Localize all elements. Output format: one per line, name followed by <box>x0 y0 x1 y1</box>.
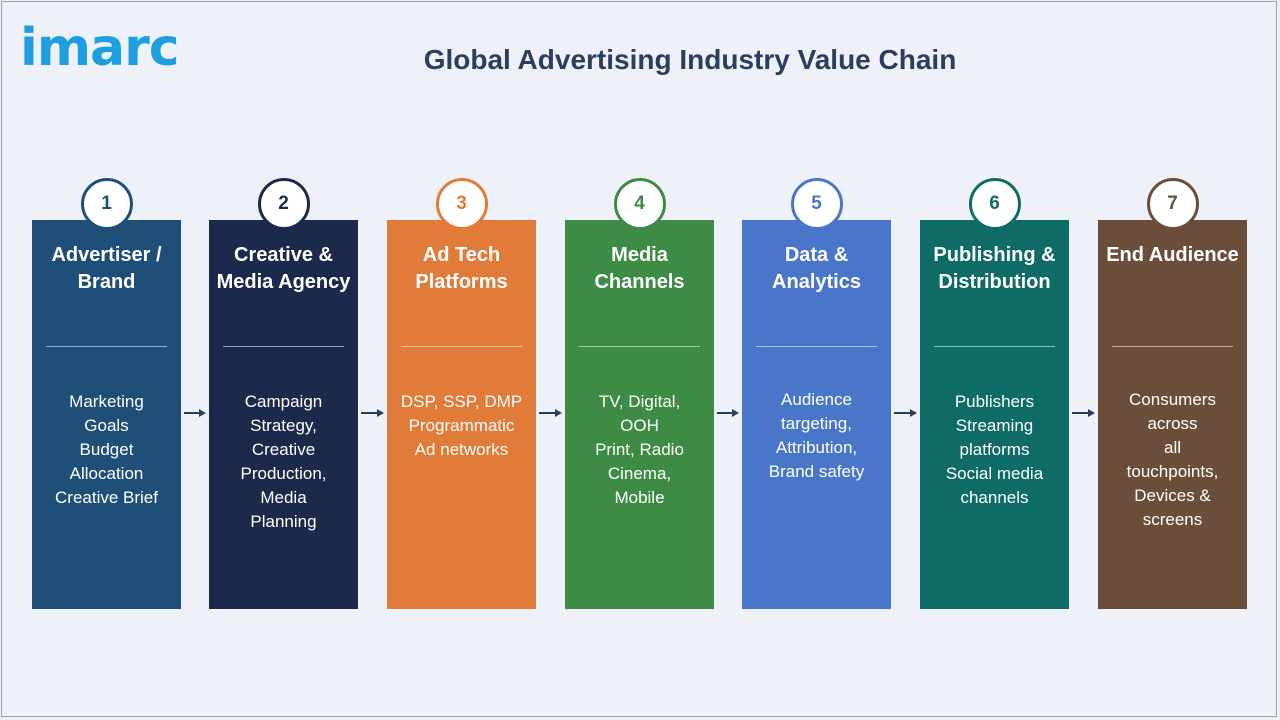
stage-number-badge: 6 <box>968 178 1021 230</box>
arrow-right-icon <box>717 409 739 417</box>
stage-description: TV, Digital, OOH Print, Radio Cinema, Mo… <box>595 392 684 507</box>
stage-description: Marketing Goals Budget Allocation Creati… <box>55 392 158 507</box>
arrow-right-icon <box>1072 409 1095 417</box>
stage-title: Media Channels <box>594 244 685 293</box>
stage-description: DSP, SSP, DMP Programmatic Ad networks <box>400 392 523 459</box>
imarc-logo: imarc <box>20 18 180 78</box>
stage-title: Publishing & Distribution <box>933 244 1056 293</box>
stage-number-badge: 7 <box>1146 178 1199 230</box>
stage-title: End Audience <box>1106 244 1239 266</box>
stage-description: Consumers across all touchpoints, Device… <box>1126 390 1219 529</box>
stage-description: Publishers Streaming platforms Social me… <box>945 392 1044 507</box>
stage-number-badge: 1 <box>80 178 133 230</box>
stage-divider <box>223 346 344 347</box>
arrow-right-icon <box>184 409 206 417</box>
stage-divider <box>46 346 167 347</box>
arrow-right-icon <box>361 409 384 417</box>
stage-number-badge: 5 <box>790 178 843 230</box>
stage-number-badge: 2 <box>257 178 310 230</box>
arrow-right-icon <box>539 409 562 417</box>
stage-number-badge: 3 <box>435 178 488 230</box>
stage-title: Advertiser / Brand <box>51 244 162 293</box>
stage-title: Creative & Media Agency <box>216 244 351 293</box>
stage-divider <box>934 346 1055 347</box>
stage-description: Audience targeting, Attribution, Brand s… <box>768 390 865 481</box>
arrow-right-icon <box>894 409 917 417</box>
stage-divider <box>579 346 700 347</box>
stage-divider <box>401 346 522 347</box>
stage-divider <box>756 346 877 347</box>
stage-number-badge: 4 <box>613 178 666 230</box>
stage-title: Ad Tech Platforms <box>415 244 508 293</box>
stage-divider <box>1112 346 1233 347</box>
page-title: Global Advertising Industry Value Chain <box>423 44 957 75</box>
stage-title: Data & Analytics <box>772 244 861 293</box>
stage-description: Campaign Strategy, Creative Production, … <box>240 392 327 531</box>
